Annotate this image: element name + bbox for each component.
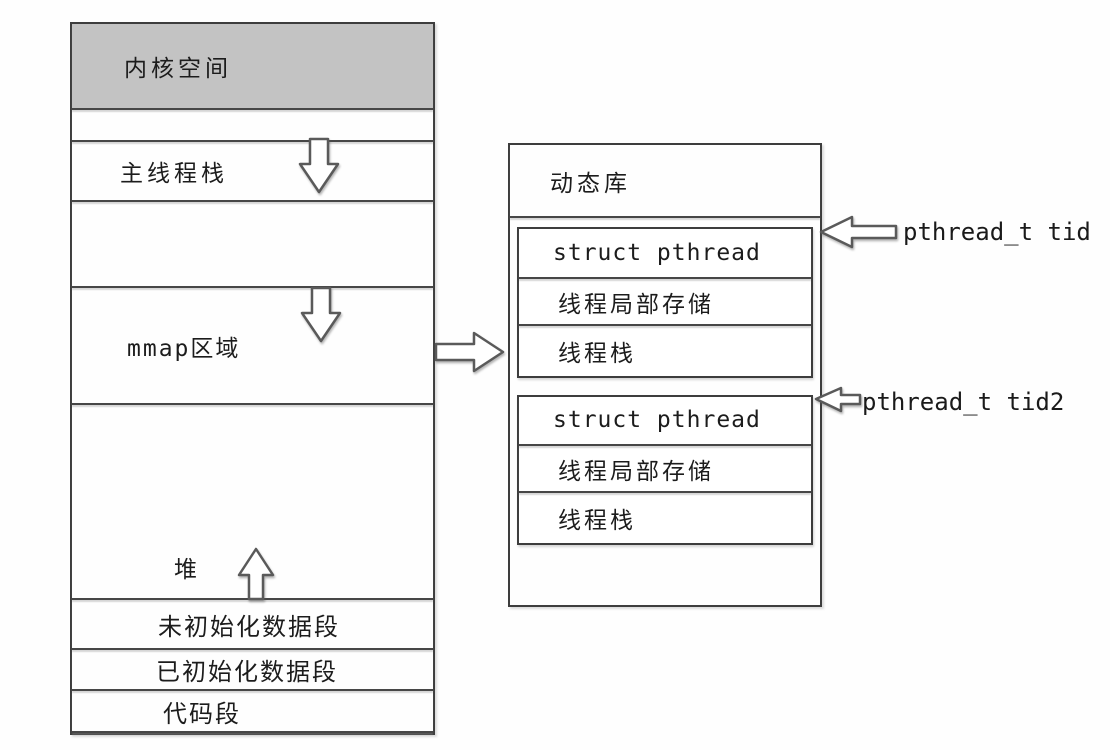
thread2-tls-label: 线程局部存储 [558,457,714,484]
thread-block-2: struct pthread 线程局部存储 线程栈 [517,395,813,545]
segment-gap-1 [72,110,433,142]
data-segment-label: 已初始化数据段 [156,659,338,686]
segment-main-thread-stack: 主线程栈 [72,142,433,202]
thread2-stack-label: 线程栈 [558,507,636,534]
pthread-tid2-label: pthread_t tid2 [862,388,1065,416]
thread1-tls-row: 线程局部存储 [519,279,811,326]
thread1-tls-label: 线程局部存储 [558,290,714,317]
thread2-struct-pthread-row: struct pthread [519,397,811,446]
heap-label: 堆 [174,556,201,582]
kernel-space-label: 内核空间 [124,55,232,81]
bss-label: 未初始化数据段 [158,613,340,641]
mmap-to-library-arrow-icon [434,330,506,374]
tid-pointer-left-arrow-icon [818,214,898,250]
segment-code: 代码段 [72,691,433,733]
thread1-struct-pthread-label: struct pthread [553,240,761,266]
segment-data: 已初始化数据段 [72,650,433,691]
dynamic-library-title: 动态库 [510,145,820,218]
thread2-struct-pthread-label: struct pthread [553,407,761,434]
mmap-region-label: mmap区域 [127,335,241,362]
segment-bss: 未初始化数据段 [72,600,433,650]
mmap-grow-down-arrow-icon [299,286,343,344]
heap-grow-up-arrow-icon [237,547,275,601]
dynamic-library-box: 动态库 struct pthread 线程局部存储 线程栈 struct pth… [508,143,822,607]
thread2-stack-row: 线程栈 [519,493,811,543]
thread1-stack-label: 线程栈 [558,340,636,366]
code-segment-label: 代码段 [163,700,241,728]
thread-block-1: struct pthread 线程局部存储 线程栈 [517,227,813,378]
tid2-pointer-left-arrow-icon [814,386,862,413]
main-thread-stack-label: 主线程栈 [120,160,228,186]
pthread-tid-label: pthread_t tid [903,218,1091,246]
thread1-struct-pthread-row: struct pthread [519,229,811,279]
segment-kernel-space: 内核空间 [72,24,433,110]
segment-mmap-region: mmap区域 [72,288,433,405]
segment-gap-2 [72,202,433,288]
stack-grow-down-arrow-icon [297,137,341,195]
process-memory-box: 内核空间 主线程栈 mmap区域 堆 未初始化数据段 已初始化数据段 代码段 [70,22,435,735]
thread2-tls-row: 线程局部存储 [519,446,811,494]
thread1-stack-row: 线程栈 [519,326,811,376]
